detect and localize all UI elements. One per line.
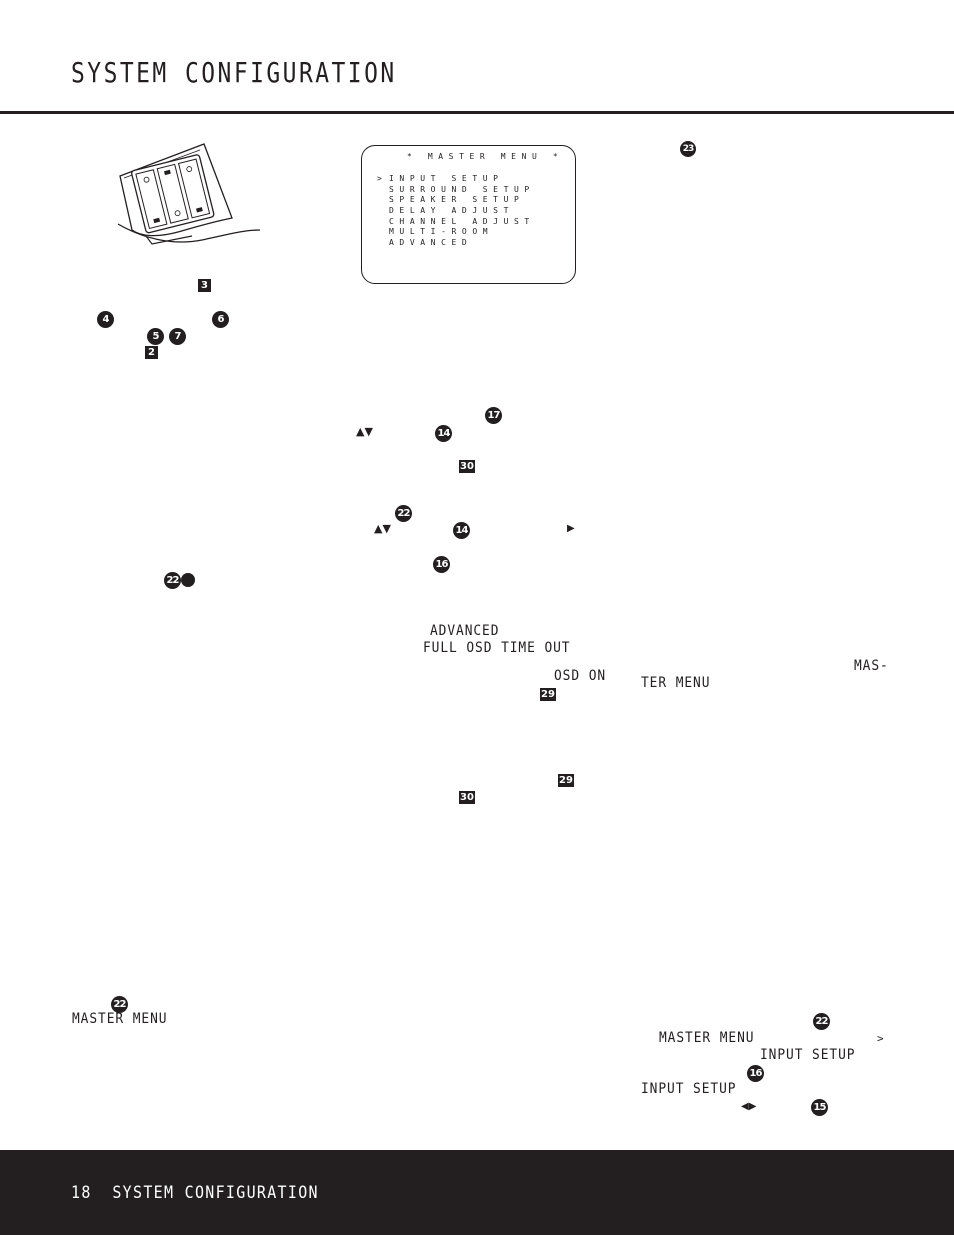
footer-bar (0, 1150, 954, 1235)
osd-label-input-setup: INPUT SETUP (641, 1081, 737, 1097)
ref-numeral-22: 22 (164, 572, 181, 589)
osd-label-advanced: ADVANCED (430, 623, 500, 639)
footer-section-title: SYSTEM CONFIGURATION (112, 1183, 319, 1203)
osd-menu-item: SPEAKER SETUP (389, 195, 525, 204)
osd-menu-item: ADVANCED (389, 238, 473, 247)
osd-menu-item: SURROUND SETUP (389, 185, 535, 194)
ref-numeral-15: 15 (811, 1099, 828, 1116)
osd-menu-item: MULTI-ROOM (389, 227, 494, 236)
ref-numeral-14: 14 (435, 425, 452, 442)
osd-menu-item: INPUT SETUP (389, 174, 504, 183)
osd-menu-item: CHANNEL ADJUST (389, 217, 535, 226)
remote-battery-illustration (117, 143, 261, 245)
osd-master-menu-screen (361, 145, 576, 284)
ref-numeral-22: 22 (395, 505, 412, 522)
ref-numeral-6: 6 (212, 311, 229, 328)
ref-numeral-5: 5 (147, 328, 164, 345)
ref-numeral-16: 16 (747, 1065, 764, 1082)
ref-square-30: 30 (459, 791, 475, 804)
ref-square-2: 2 (145, 346, 158, 359)
right-arrow-icon: ▶ (567, 523, 575, 534)
ref-numeral-16: 16 (433, 556, 450, 573)
osd-label-input-setup: INPUT SETUP (760, 1047, 856, 1063)
osd-menu-title: * MASTER MENU * (407, 152, 564, 161)
left-right-arrows-icon: ◀▶ (741, 1101, 757, 1112)
osd-label-master-menu: MASTER MENU (72, 1011, 168, 1027)
ref-square-30: 30 (459, 460, 475, 473)
osd-label-full-osd-time-out: FULL OSD TIME OUT (423, 640, 571, 656)
footer-page-label: 18 SYSTEM CONFIGURATION (71, 1183, 319, 1203)
ref-numeral-7: 7 (169, 328, 186, 345)
ref-square-3: 3 (198, 279, 211, 292)
cursor-glyph: > (877, 1032, 884, 1045)
osd-label-osd-on: OSD ON (554, 668, 607, 684)
ref-numeral-22: 22 (813, 1013, 830, 1030)
osd-cursor: > (377, 174, 382, 183)
ref-square-29: 29 (540, 688, 556, 701)
up-down-arrows-icon: ▲▼ (356, 425, 373, 438)
osd-label-master-menu: MASTER MENU (659, 1030, 755, 1046)
up-down-arrows-icon: ▲▼ (374, 522, 391, 535)
ref-square-29: 29 (558, 774, 574, 787)
page-title: SYSTEM CONFIGURATION (71, 56, 397, 89)
ref-numeral-14: 14 (453, 522, 470, 539)
ref-numeral-4: 4 (97, 311, 114, 328)
header-divider (0, 111, 954, 114)
bullet-dot (181, 573, 195, 587)
page-number: 18 (71, 1183, 92, 1203)
osd-label-mas: MAS- (854, 658, 889, 674)
osd-menu-item: DELAY ADJUST (389, 206, 514, 215)
osd-label-ter-menu: TER MENU (641, 675, 711, 691)
ref-numeral-23: 23 (680, 141, 696, 157)
ref-numeral-17: 17 (485, 407, 502, 424)
ref-numeral-22: 22 (111, 996, 128, 1013)
